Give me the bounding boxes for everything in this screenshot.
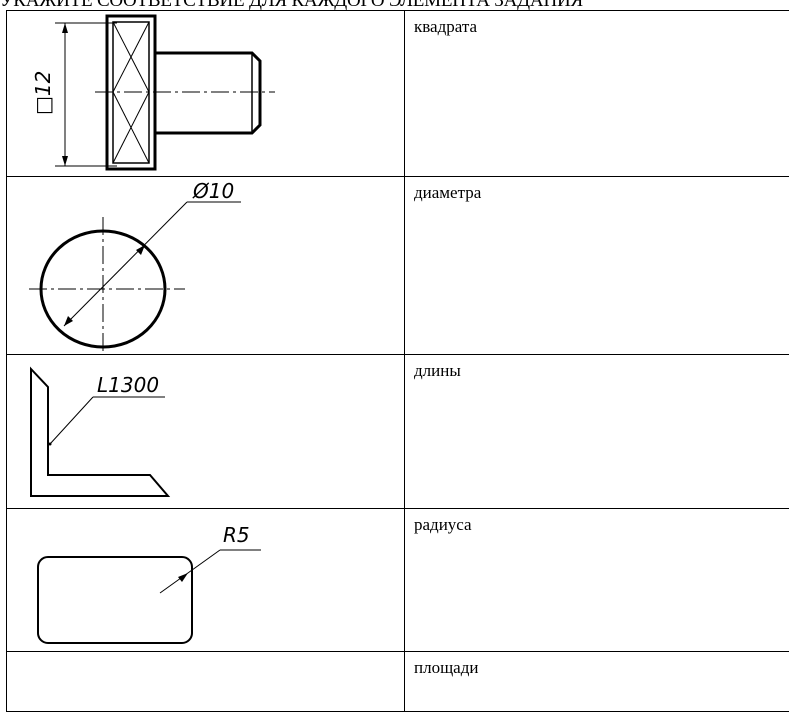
table-row: L1300 длины [7, 355, 789, 509]
table-row: □12 квадрата [7, 11, 789, 177]
drawing-cell-square: □12 [7, 11, 405, 177]
rounded-rectangle-drawing [7, 509, 404, 651]
term-square: квадрата [405, 11, 789, 177]
dimension-label-square: □12 [31, 71, 55, 115]
dimension-label-length: L1300 [97, 373, 159, 397]
drawing-cell-length: L1300 [7, 355, 405, 509]
dimension-label-radius: R5 [223, 523, 250, 547]
angle-profile-drawing [7, 355, 404, 508]
drawing-cell-diameter: Ø10 [7, 177, 405, 355]
table-row: площади [7, 652, 789, 712]
square-shaft-drawing [7, 11, 404, 176]
term-diameter: диаметра [405, 177, 789, 355]
table-row: R5 радиуса [7, 509, 789, 652]
term-radius: радиуса [405, 509, 789, 652]
term-length: длины [405, 355, 789, 509]
table-row: Ø10 диаметра [7, 177, 789, 355]
circle-drawing [7, 177, 404, 354]
drawing-cell-area [7, 652, 405, 712]
matching-table: □12 квадрата Ø10 диаметра [6, 10, 789, 712]
drawing-cell-radius: R5 [7, 509, 405, 652]
dimension-label-diameter: Ø10 [193, 179, 234, 203]
term-area: площади [405, 652, 789, 712]
